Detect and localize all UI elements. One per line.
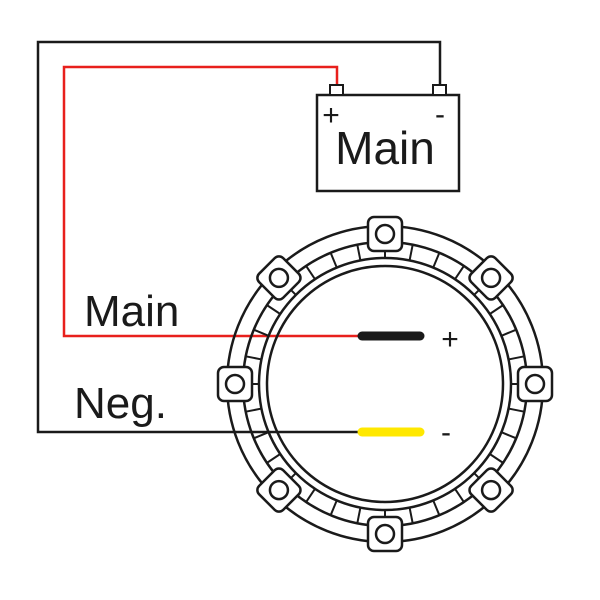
battery: + - Main: [315, 84, 461, 193]
device-rib: [432, 500, 441, 516]
device-rib: [305, 488, 316, 503]
device-rib: [356, 507, 362, 524]
device-mounting-lugs: [216, 215, 554, 553]
device-rib: [508, 355, 525, 361]
device-rib: [508, 407, 525, 413]
device-rib: [266, 453, 281, 464]
mounting-lug: [256, 467, 302, 513]
mounting-lug: [256, 255, 302, 301]
neg-wire-label: Neg.: [74, 379, 167, 428]
round-device: [216, 215, 554, 553]
device-rib-ring: [257, 256, 513, 512]
mounting-lug: [366, 215, 404, 253]
mounting-lug: [216, 365, 254, 403]
device-rib: [245, 407, 262, 413]
mounting-lug: [468, 467, 514, 513]
device-rib: [329, 500, 338, 516]
device-rib: [489, 304, 504, 315]
mounting-lug: [366, 515, 404, 553]
device-rib: [432, 252, 441, 268]
device-rib: [253, 431, 269, 440]
device-plus-symbol: +: [441, 323, 459, 356]
device-rib: [408, 244, 414, 261]
device-rib: [408, 507, 414, 524]
device-rib: [253, 328, 269, 337]
device-minus-symbol: -: [441, 416, 451, 449]
device-face: [265, 264, 505, 504]
device-rib: [501, 431, 517, 440]
device-rib: [329, 252, 338, 268]
device-rib: [501, 328, 517, 337]
battery-label: Main: [335, 122, 435, 174]
device-rib: [454, 488, 465, 503]
device-rib: [266, 304, 281, 315]
device-rib: [245, 355, 262, 361]
battery-positive-terminal: [329, 84, 344, 96]
mounting-lug: [516, 365, 554, 403]
battery-negative-terminal: [432, 84, 447, 96]
device-rib: [489, 453, 504, 464]
main-wire: [62, 65, 370, 338]
battery-minus-symbol: -: [435, 98, 445, 131]
device-rib: [454, 265, 465, 280]
battery-body: [315, 93, 461, 193]
main-wire-label: Main: [84, 287, 179, 336]
mounting-lug: [468, 255, 514, 301]
device-rib: [305, 265, 316, 280]
negative-wire: [36, 40, 442, 434]
battery-plus-symbol: +: [322, 99, 340, 132]
device-rib: [356, 244, 362, 261]
